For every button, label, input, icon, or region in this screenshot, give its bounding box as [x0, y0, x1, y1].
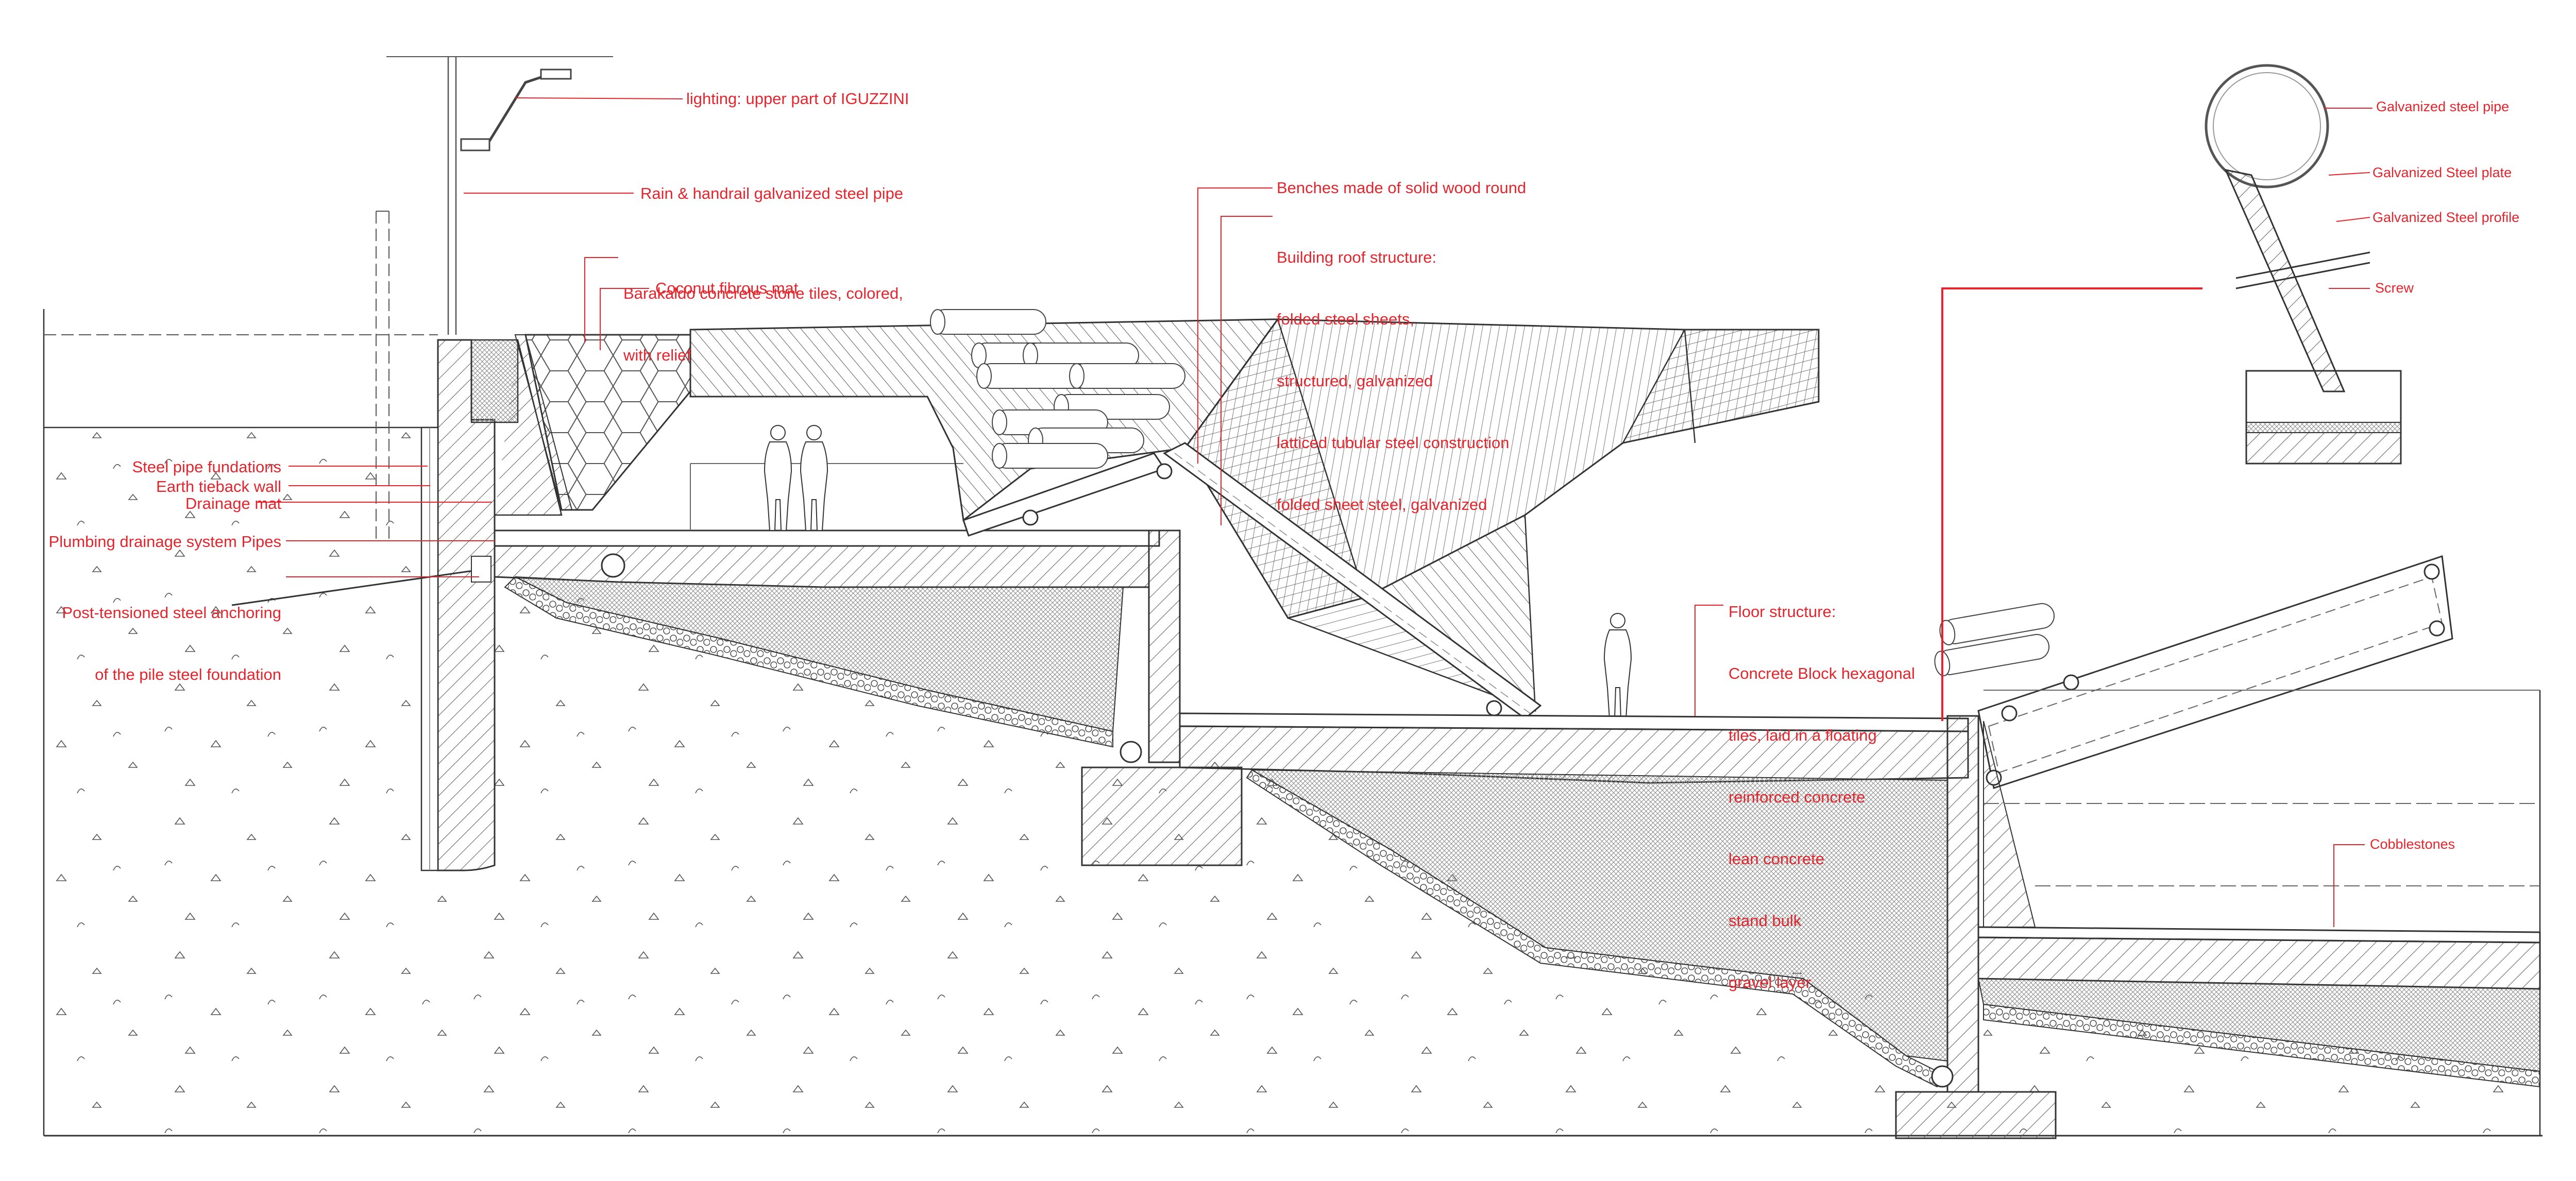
label-steel-pipe-foundations: Steel pipe fundations	[132, 458, 281, 476]
label-roof-line-4: latticed tubular steel construction	[1277, 434, 1510, 452]
annotation-leaders	[258, 97, 2372, 927]
label-earth-tieback: Earth tieback wall	[156, 477, 281, 495]
upper-terrace	[494, 334, 1243, 866]
label-roof-line-5: folded sheet steel, galvanized	[1277, 495, 1487, 514]
label-floor-line-4: reinforced concrete	[1728, 788, 1866, 806]
label-galv-profile: Galvanized Steel profile	[2372, 210, 2520, 225]
detail-pipe-handrail	[2205, 64, 2402, 465]
label-floor-line-3: tiles, laid in a floating	[1728, 726, 1877, 744]
label-lighting: lighting: upper part of IGUZZINI	[686, 90, 909, 108]
label-roof-line-1: Building roof structure:	[1277, 248, 1437, 266]
label-roof: Building roof structure: folded steel sh…	[1277, 206, 1509, 536]
label-floor-line-6: stand bulk	[1728, 912, 1802, 930]
label-floor-line-5: lean concrete	[1728, 850, 1825, 868]
lower-floor	[1179, 712, 2057, 1139]
label-barakaldo-line-2: with relief	[623, 346, 691, 364]
retaining-wall	[231, 339, 563, 871]
label-barakaldo: Barakaldo concrete stone tiles, colored,…	[623, 242, 903, 386]
label-floor-line-1: Floor structure:	[1728, 603, 1836, 621]
label-drainage-mat: Drainage mat	[185, 494, 281, 512]
label-galv-plate: Galvanized Steel plate	[2372, 165, 2512, 180]
label-benches: Benches made of solid wood round	[1277, 179, 1527, 197]
label-post-tensioned-line-1: Post-tensioned steel anchoring	[62, 604, 281, 622]
label-cobblestones: Cobblestones	[2370, 836, 2455, 852]
label-barakaldo-line-1: Barakaldo concrete stone tiles, colored,	[623, 284, 903, 302]
right-structure	[1932, 555, 2541, 1088]
label-screw: Screw	[2375, 280, 2414, 296]
label-roof-line-3: structured, galvanized	[1277, 372, 1433, 390]
background-structure	[44, 56, 613, 541]
label-floor: Floor structure: Concrete Block hexagona…	[1728, 560, 1915, 1014]
label-handrail: Rain & handrail galvanized steel pipe	[640, 184, 904, 202]
label-galv-pipe: Galvanized steel pipe	[2376, 99, 2510, 114]
label-floor-line-7: gravel layer	[1728, 973, 1811, 991]
label-post-tensioned-line-2: of the pile steel foundation	[95, 665, 281, 683]
label-coconut: Coconut fibrous mat	[655, 279, 799, 297]
label-post-tensioned: Post-tensioned steel anchoring of the pi…	[62, 561, 281, 706]
label-plumbing: Plumbing drainage system Pipes	[48, 533, 281, 551]
label-roof-line-2: folded steel sheets,	[1277, 310, 1415, 328]
label-floor-line-2: Concrete Block hexagonal	[1728, 664, 1915, 682]
